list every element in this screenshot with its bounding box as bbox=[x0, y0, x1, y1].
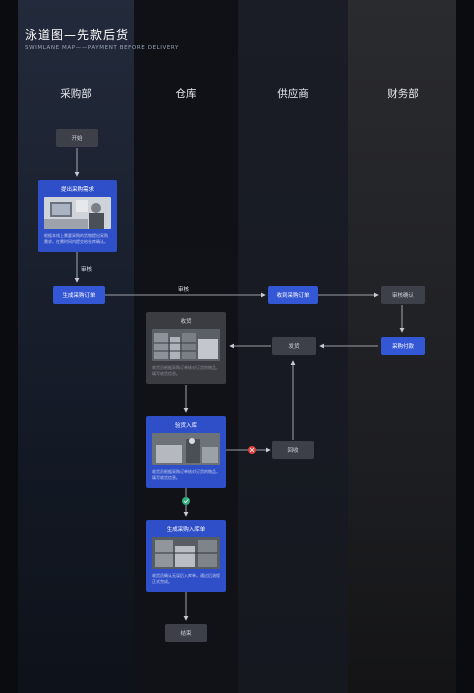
page-title: 泳道图—先款后货 bbox=[25, 28, 130, 42]
office-photo bbox=[44, 197, 111, 229]
node-receive-po[interactable]: 收到采购订单 bbox=[268, 286, 318, 304]
lane-header-finance: 财务部 bbox=[387, 88, 419, 100]
node-generate-receipt[interactable]: 生成采购入库单 收货员确认无误后入库单，通过后流程正式完成。 bbox=[146, 520, 226, 592]
card-description: 收货员根据采购订单核对订货的物品，填写收货信息。 bbox=[152, 365, 220, 376]
approve-icon bbox=[182, 497, 190, 505]
node-return[interactable]: 回收 bbox=[272, 441, 314, 459]
node-start[interactable]: 开始 bbox=[56, 129, 98, 147]
node-payment[interactable]: 采购付款 bbox=[381, 337, 425, 355]
card-title: 收货 bbox=[180, 319, 192, 325]
card-title: 验货入库 bbox=[174, 423, 197, 429]
edge-label-audit-2: 审核 bbox=[178, 287, 190, 293]
lane-header-supplier: 供应商 bbox=[277, 88, 309, 100]
card-title: 生成采购入库单 bbox=[166, 527, 206, 533]
card-description: 根据本线上需要采购的货物提出采购需求，在需时间内提交给仓库确认。 bbox=[44, 233, 108, 244]
node-inspect-stock[interactable]: 验货入库 收货员根据采购订单核对订货的物品，填写收货信息。 bbox=[146, 416, 226, 488]
page-subtitle: SWIMLANE MAP——PAYMENT BEFORE DELIVERY bbox=[25, 45, 179, 51]
lane-header-warehouse: 仓库 bbox=[175, 88, 197, 100]
card-description: 收货员确认无误后入库单，通过后流程正式完成。 bbox=[152, 573, 220, 584]
node-audit-confirm[interactable]: 审核确认 bbox=[381, 286, 425, 304]
node-end[interactable]: 结束 bbox=[165, 624, 207, 642]
lane-purchasing bbox=[18, 0, 134, 693]
storage-photo bbox=[152, 537, 220, 569]
card-title: 提出采购需求 bbox=[60, 187, 94, 193]
edge-label-audit: 审核 bbox=[81, 267, 93, 273]
node-generate-po[interactable]: 生成采购订单 bbox=[53, 286, 105, 304]
lane-header-purchasing: 采购部 bbox=[60, 88, 92, 100]
node-receiving[interactable]: 收货 收货员根据采购订单核对订货的物品，填写收货信息。 bbox=[146, 312, 226, 384]
node-purchase-request[interactable]: 提出采购需求 根据本线上需要采购的货物提出采购需求，在需时间内提交给仓库确认。 bbox=[38, 180, 117, 252]
card-description: 收货员根据采购订单核对订货的物品，填写收货信息。 bbox=[152, 469, 220, 480]
inspection-photo bbox=[152, 433, 220, 465]
warehouse-photo bbox=[152, 329, 220, 361]
node-ship[interactable]: 发货 bbox=[272, 337, 316, 355]
